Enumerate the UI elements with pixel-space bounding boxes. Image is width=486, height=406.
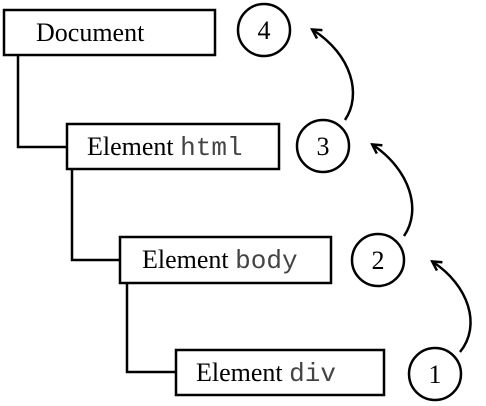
node-div-label: Element <box>196 358 289 387</box>
step-circle-3: 3 <box>295 118 351 174</box>
svg-text:Element html: Element html <box>87 132 243 163</box>
arrow-2-to-3 <box>373 145 414 237</box>
step-number-4: 4 <box>258 16 271 45</box>
step-circle-4: 4 <box>236 2 292 58</box>
node-div-code: div <box>289 359 336 389</box>
svg-text:Element body: Element body <box>142 245 298 276</box>
step-number-3: 3 <box>317 132 330 161</box>
connector-document-html <box>16 55 67 149</box>
tree-connectors <box>16 55 176 374</box>
svg-text:Document: Document <box>36 18 145 47</box>
arrow-1-to-2 <box>433 262 472 353</box>
arrow-3-to-4 <box>313 30 355 121</box>
node-html-box <box>65 122 281 171</box>
node-document-label: Document <box>36 18 145 47</box>
node-document: Document <box>2 8 217 57</box>
node-body: Element body <box>118 235 333 285</box>
node-div-box <box>174 348 386 397</box>
connector-html-body <box>70 168 120 262</box>
step-number-2: 2 <box>372 246 385 275</box>
node-body-code: body <box>235 246 297 276</box>
node-html: Element html <box>65 122 281 171</box>
node-document-box <box>2 8 217 57</box>
node-body-label: Element <box>142 245 235 274</box>
step-circle-2: 2 <box>350 232 406 288</box>
node-body-box <box>118 235 333 285</box>
node-html-label: Element <box>87 132 180 161</box>
svg-text:Element div: Element div <box>196 358 336 389</box>
node-div: Element div <box>174 348 386 397</box>
node-html-code: html <box>180 133 242 163</box>
connector-body-div <box>125 282 176 374</box>
step-number-1: 1 <box>429 360 442 389</box>
step-circle-1: 1 <box>407 346 463 402</box>
propagation-arrows <box>313 30 472 353</box>
